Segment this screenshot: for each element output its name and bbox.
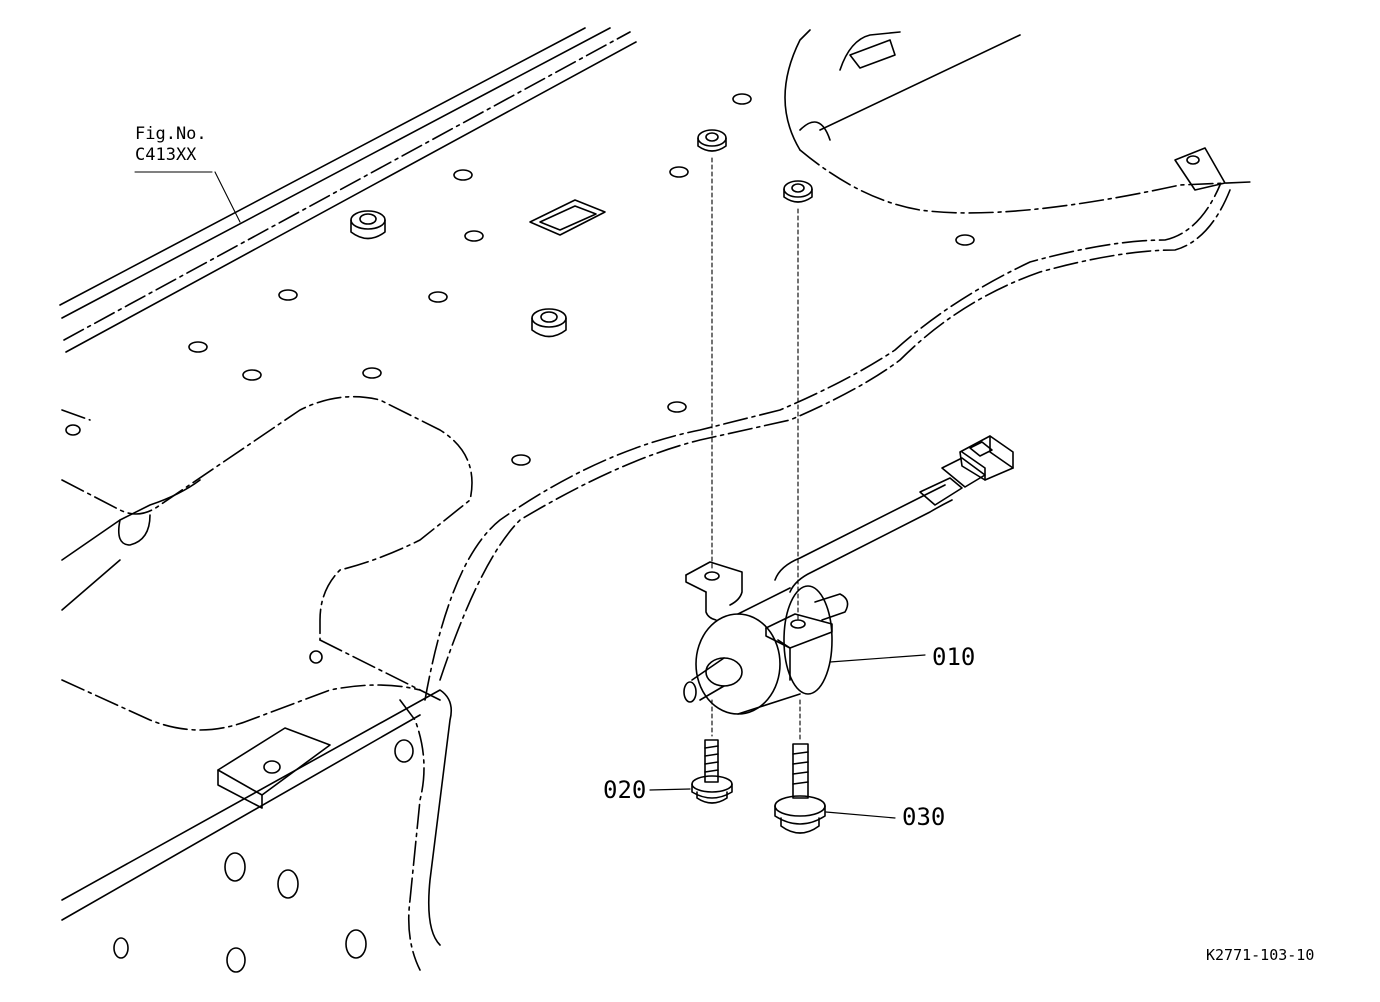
frame-slot [529, 199, 606, 236]
frame-holes [65, 93, 975, 973]
bolt-030 [774, 743, 896, 834]
pump-harness [774, 435, 1014, 593]
floor-plate-outline [61, 149, 1251, 971]
fuel-pump [683, 561, 926, 715]
assembly-center-lines [711, 157, 801, 741]
drawing-code: K2771-103-10 [1206, 946, 1315, 964]
figure-ref-label: Fig.No. C413XX [135, 124, 207, 166]
figure-ref-line2: C413XX [135, 145, 197, 165]
weld-nuts [350, 129, 813, 338]
upper-bracket [784, 29, 1226, 191]
frame-rails [59, 27, 637, 353]
bolt-020 [649, 739, 733, 804]
callout-020: 020 [603, 776, 647, 804]
callout-010: 010 [932, 643, 976, 671]
callout-030: 030 [902, 803, 946, 831]
lower-frame-member [61, 479, 453, 946]
figure-ref-line1: Fig.No. [135, 124, 207, 144]
